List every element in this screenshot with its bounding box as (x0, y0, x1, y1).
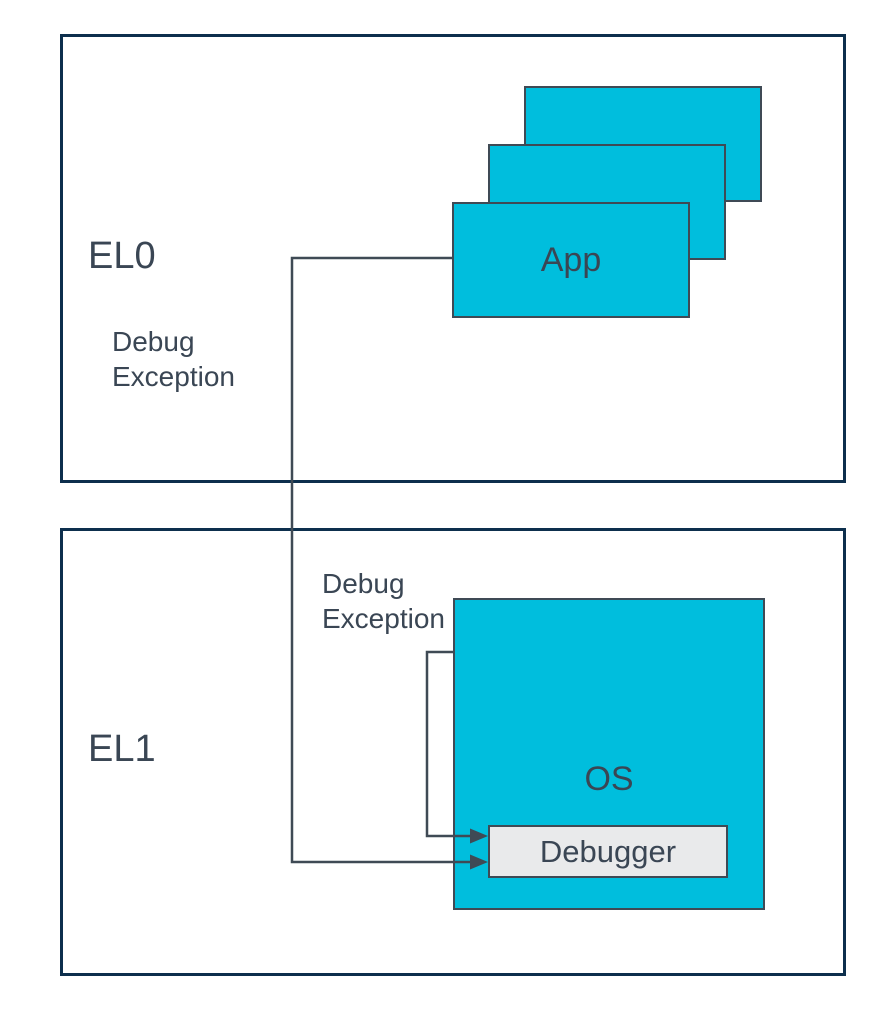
os-label: OS (584, 760, 634, 798)
debugger-box: Debugger (488, 825, 728, 878)
el0-label: EL0 (88, 235, 156, 277)
app-label: App (540, 240, 602, 279)
debugger-label: Debugger (539, 833, 677, 869)
el0-debug-exception-label: Debug Exception (112, 326, 235, 392)
el1-label: EL1 (88, 728, 156, 770)
app-box: App (452, 202, 690, 318)
